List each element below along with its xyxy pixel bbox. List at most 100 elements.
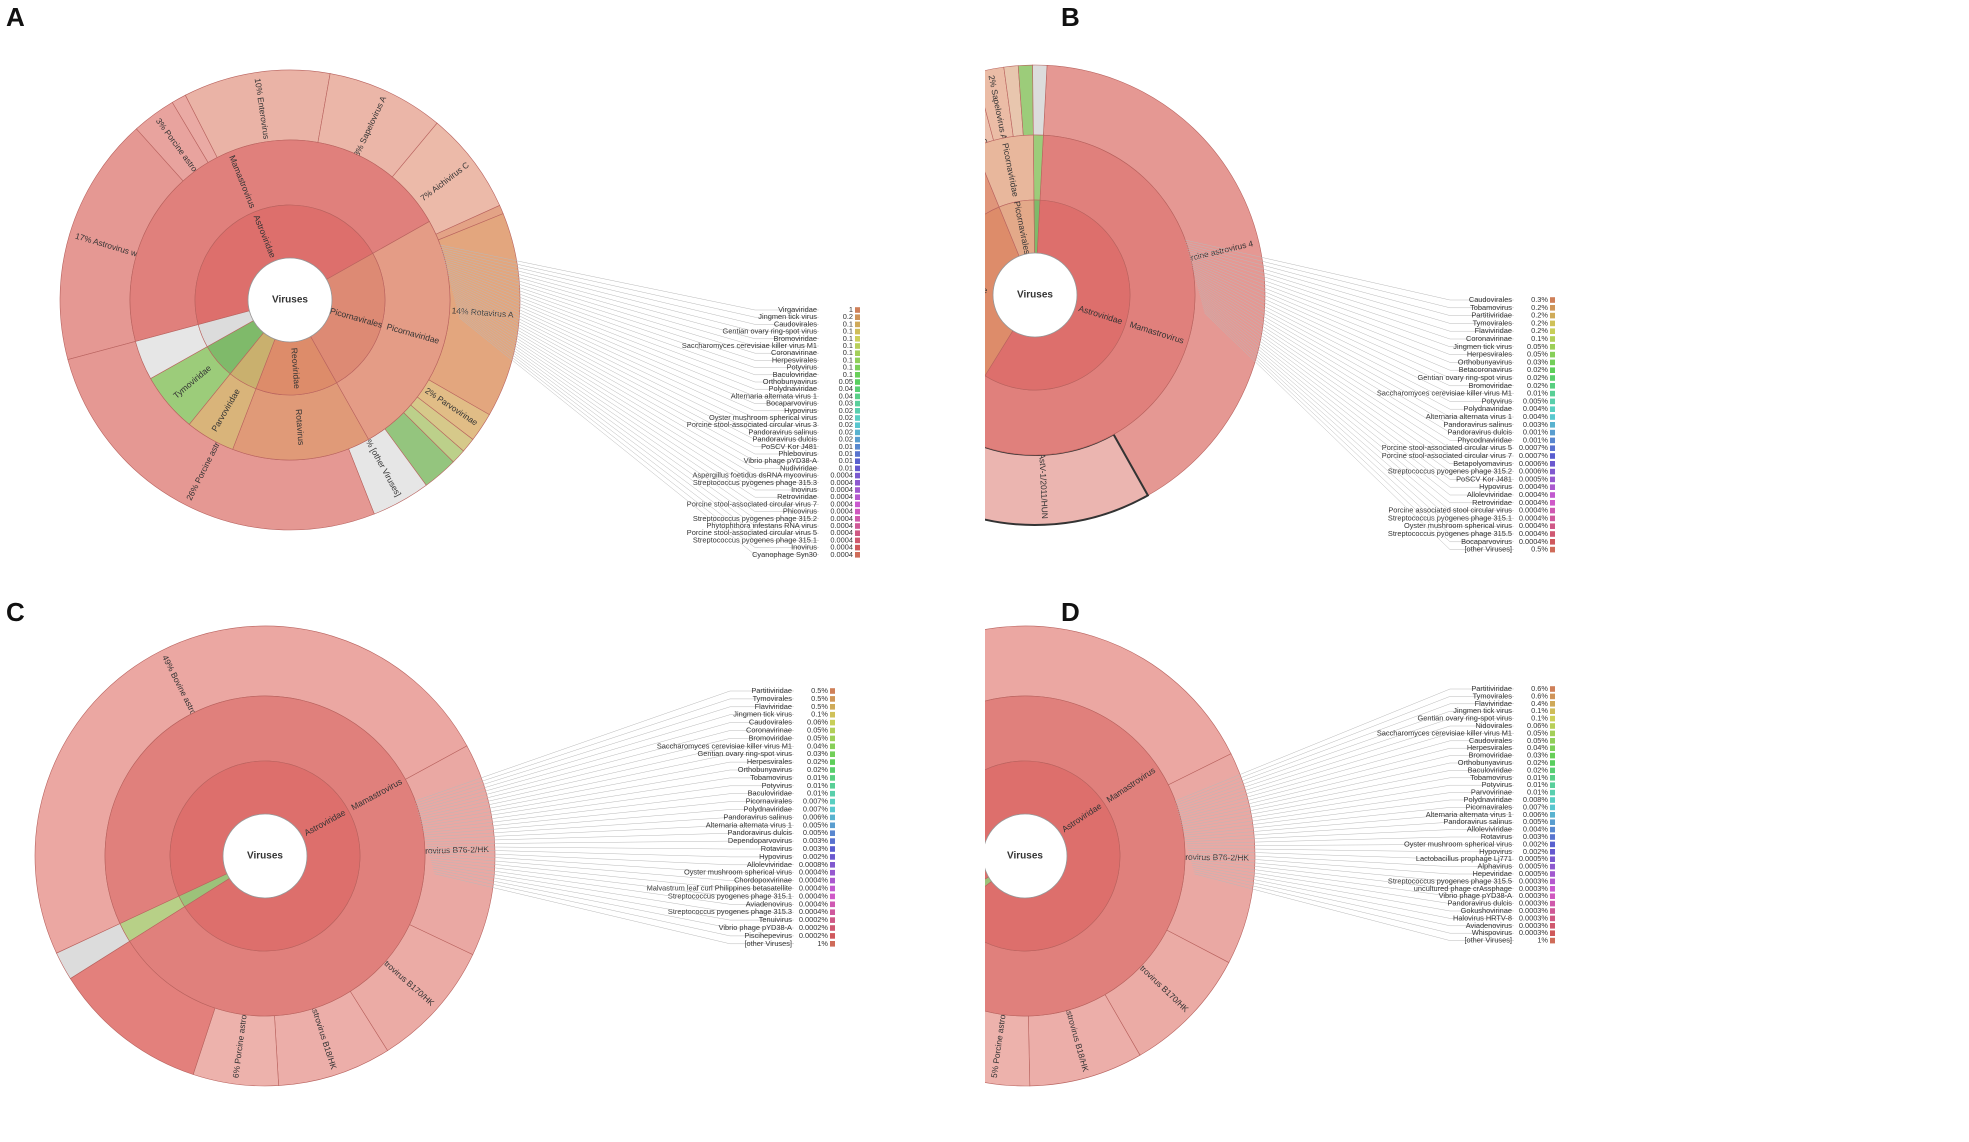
legend-swatch (855, 523, 860, 529)
legend-label: Partitiviridae (751, 686, 792, 695)
legend-value: 0.1 (843, 334, 853, 343)
legend-value: 0.0004 (830, 528, 853, 537)
legend-value: 0.0004% (1519, 529, 1549, 538)
legend-value: 0.5% (811, 702, 828, 711)
legend-swatch (855, 379, 860, 385)
legend-value: 0.04% (807, 741, 828, 750)
legend-swatch (855, 415, 860, 421)
legend-label: Polydnaviridae (744, 804, 792, 813)
legend-label: Bocaparvovirus (1461, 537, 1512, 546)
legend-label: Rotavirus (761, 844, 793, 853)
legend-swatch (830, 767, 835, 773)
legend-label: Flaviviridae (1475, 699, 1512, 708)
center-circle[interactable] (985, 813, 1068, 899)
legend-swatch (855, 501, 860, 508)
legend-value: 0.5% (811, 686, 828, 695)
leader-line (440, 246, 819, 318)
legend-swatch (1550, 871, 1555, 877)
species-segment[interactable] (985, 625, 1232, 971)
legend-swatch (1550, 336, 1555, 342)
legend-value: 0.1% (1531, 714, 1548, 723)
legend-value: 0.005% (803, 828, 828, 837)
legend-label: Streptococcus pyogenes phage 315.3 (668, 907, 792, 916)
legend-label: Caudovirales (1469, 295, 1512, 304)
genus-segment[interactable] (985, 147, 1000, 431)
legend-swatch (830, 941, 835, 947)
legend-value: 0.0002% (799, 923, 829, 932)
legend-value: 0.5% (1531, 545, 1548, 554)
legend-label: Picornavirales (746, 797, 793, 806)
legend-value: 0.007% (1523, 802, 1548, 811)
legend-label: Saccharomyces cerevisiae killer virus M1 (1377, 389, 1512, 398)
legend-swatch (1550, 849, 1555, 855)
leader-line (414, 690, 794, 802)
legend-value: 0.5% (811, 694, 828, 703)
legend-value: 0.0002% (799, 915, 829, 924)
legend-swatch (1550, 812, 1555, 818)
leader-line (1186, 244, 1514, 316)
leader-line (441, 249, 819, 325)
legend-label: Gentian ovary ring-spot virus (1418, 373, 1513, 382)
legend-label: Caudovirales (749, 718, 792, 727)
leader-line (415, 698, 794, 804)
legend-value: 0.1 (843, 319, 853, 328)
legend-label: Herpesvirales (1467, 350, 1512, 359)
legend-value: 0.001% (1523, 428, 1548, 437)
legend-swatch (855, 508, 860, 515)
legend-label: Piscihepevirus (744, 931, 792, 940)
legend-value: 0.006% (1523, 810, 1548, 819)
legend-swatch (855, 487, 860, 493)
leader-line (419, 746, 794, 818)
leader-line (453, 294, 819, 476)
leader-line (1192, 267, 1514, 394)
legend-label: Aspergillus foetidus dsRNA mycovirus (693, 471, 818, 480)
legend-label: Bromoviridae (1468, 381, 1512, 390)
legend-value: 0.0008% (799, 860, 829, 869)
legend-swatch (855, 472, 860, 479)
legend-swatch (855, 451, 860, 457)
legend-label: Streptococcus pyogenes phage 315.2 (693, 514, 817, 523)
leader-line (427, 848, 794, 858)
legend-label: Pandoravirus salinus (748, 427, 817, 436)
leader-line (1192, 865, 1514, 912)
legend-label: Gokushovirinae (1461, 906, 1512, 915)
legend-value: 0.0004% (1519, 521, 1549, 530)
leader-line (416, 706, 794, 806)
center-circle[interactable] (992, 252, 1078, 338)
legend-swatch (1550, 738, 1555, 744)
legend-label: Pandoravirus salinus (1443, 420, 1512, 429)
panel-a: A 17% Astrovirus wild boar/WBAstV-1/2011… (0, 0, 985, 571)
legend-value: 0.0007% (1519, 451, 1549, 460)
leader-line (1181, 770, 1514, 825)
legend-label: Orthobunyavirus (1458, 357, 1513, 366)
leader-line (420, 761, 794, 822)
legend-label: Retroviridae (777, 492, 817, 501)
center-label: Viruses (1017, 290, 1053, 301)
center-label: Viruses (272, 295, 308, 306)
legend-label: Hypovirus (784, 406, 817, 415)
legend-value: 0.0004% (799, 891, 829, 900)
leader-line (454, 300, 819, 498)
legend-value: 0.1% (1531, 706, 1548, 715)
legend-label: Jingmen tick virus (758, 312, 817, 321)
legend-swatch (1550, 390, 1555, 397)
legend-value: 0.0002% (799, 931, 829, 940)
legend-swatch (830, 838, 835, 844)
legend-swatch (1550, 476, 1555, 483)
legend-swatch (1550, 383, 1555, 389)
legend-value: 0.05% (1527, 342, 1548, 351)
legend-label: Coronavirinae (771, 348, 817, 357)
legend-swatch (855, 494, 860, 500)
legend-value: 0.03% (1527, 751, 1548, 760)
leader-line (448, 276, 819, 419)
center-circle[interactable] (222, 813, 308, 899)
legend-label: Porcine stool-associated circular virus … (687, 420, 817, 429)
legend-swatch (830, 783, 835, 789)
leader-line (416, 714, 794, 809)
legend-value: 0.01 (839, 463, 853, 472)
leader-line (456, 309, 819, 527)
legend-label: Betapolyomavirus (1453, 459, 1512, 468)
legend-label: Bromoviridae (1468, 751, 1512, 760)
center-circle[interactable] (247, 257, 333, 343)
